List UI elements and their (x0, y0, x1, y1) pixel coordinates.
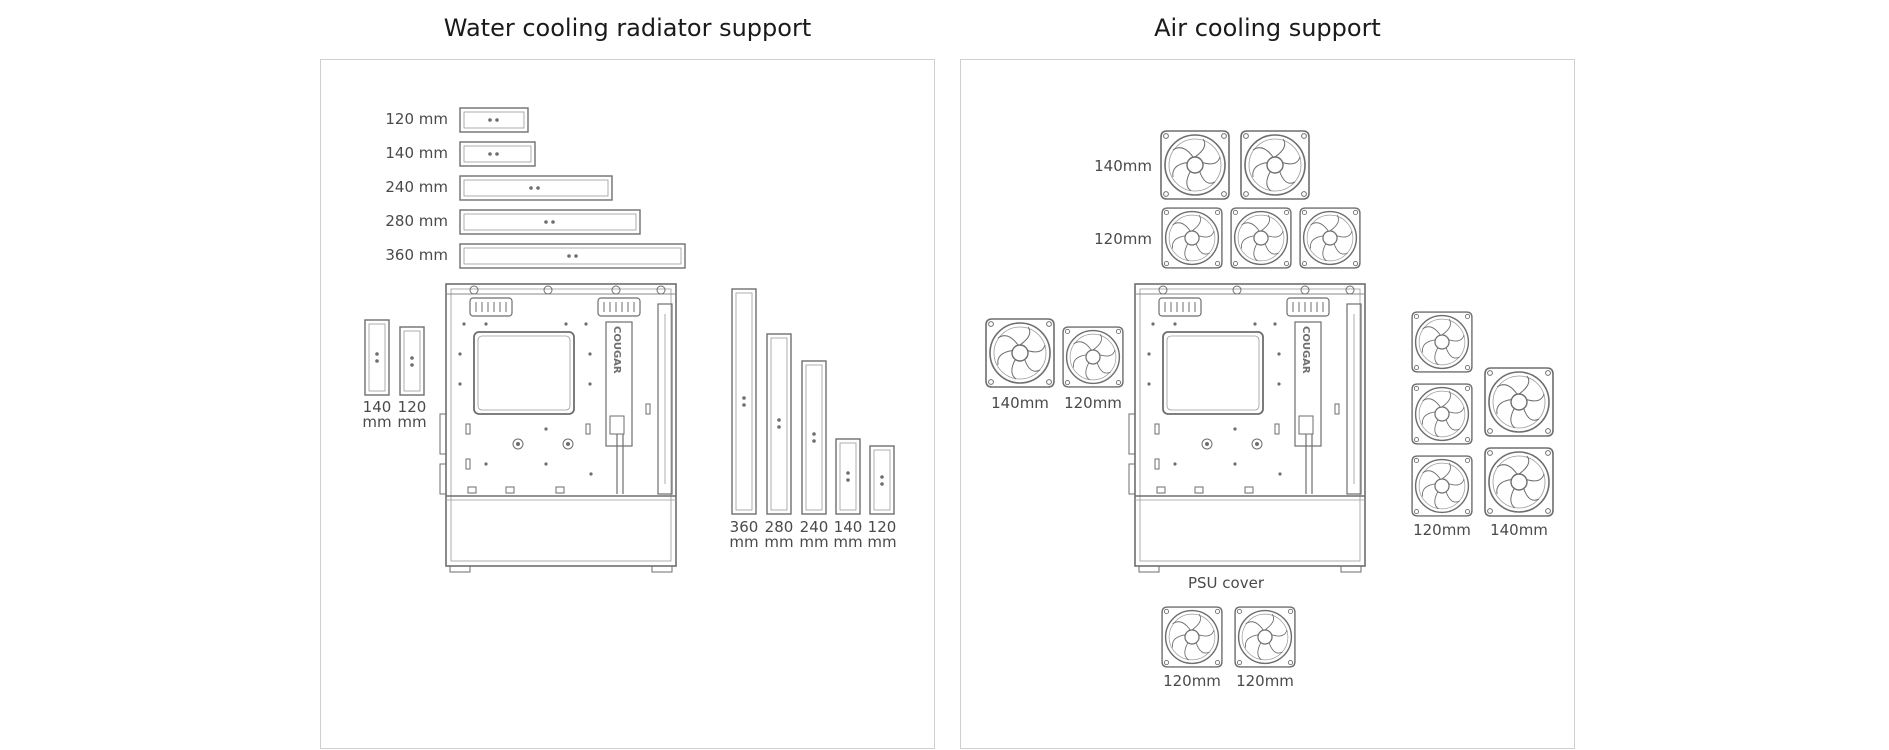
fan-icon (1411, 311, 1473, 373)
front-radiator-value-140: 140 (363, 398, 392, 416)
radiator-120-side (869, 445, 895, 515)
side-radiator-value-360: 360 (730, 518, 759, 536)
radiator-360-side (731, 288, 757, 515)
fan-icon (1160, 130, 1230, 200)
side-radiator-unit-120: mm (867, 533, 896, 551)
front-fan-label-120: 120mm (1064, 394, 1122, 412)
radiator-140-side (835, 438, 861, 515)
fan-icon (1484, 367, 1554, 437)
cougar-logo: COUGAR (611, 326, 622, 374)
radiator-360-top (459, 243, 686, 269)
radiator-280-side (766, 333, 792, 515)
fan-icon (1230, 207, 1292, 269)
front-radiator-unit-120: mm (397, 413, 426, 431)
fan-icon (1240, 130, 1310, 200)
radiator-120-top (459, 107, 529, 133)
front-fan-label-140: 140mm (991, 394, 1049, 412)
radiator-label-140: 140 mm (385, 144, 448, 162)
radiator-240-side (801, 360, 827, 515)
side-radiator-value-120: 120 (868, 518, 897, 536)
fan-icon (1411, 455, 1473, 517)
fan-icon (1411, 383, 1473, 445)
fan-icon (985, 318, 1055, 388)
radiator-140-front (364, 319, 390, 396)
psu-fan-label-2: 120mm (1236, 672, 1294, 690)
psu-cover-label: PSU cover (1188, 574, 1265, 592)
psu-fan-label-1: 120mm (1163, 672, 1221, 690)
radiator-label-280: 280 mm (385, 212, 448, 230)
side-radiator-unit-240: mm (799, 533, 828, 551)
radiator-280-top (459, 209, 641, 235)
water-cooling-panel (320, 59, 935, 749)
fan-icon (1161, 207, 1223, 269)
radiator-label-240: 240 mm (385, 178, 448, 196)
side-radiator-unit-360: mm (729, 533, 758, 551)
side-radiator-unit-140: mm (833, 533, 862, 551)
fan-icon (1062, 326, 1124, 388)
water-cooling-title: Water cooling radiator support (443, 14, 812, 42)
pc-case-air: COUGAR (1128, 283, 1366, 573)
radiator-140-top (459, 141, 536, 167)
rear-fan-label-140: 140mm (1490, 521, 1548, 539)
radiator-120-front (399, 326, 425, 396)
front-radiator-value-120: 120 (398, 398, 427, 416)
pc-case-water: COUGAR (439, 283, 677, 573)
top-fan-label-120: 120mm (1094, 230, 1152, 248)
rear-fan-label-120: 120mm (1413, 521, 1471, 539)
side-radiator-unit-280: mm (764, 533, 793, 551)
front-radiator-unit-140: mm (362, 413, 391, 431)
fan-icon (1161, 606, 1223, 668)
fan-icon (1299, 207, 1361, 269)
fan-icon (1484, 447, 1554, 517)
radiator-label-120: 120 mm (385, 110, 448, 128)
side-radiator-value-240: 240 (800, 518, 829, 536)
top-fan-label-140: 140mm (1094, 157, 1152, 175)
side-radiator-value-280: 280 (765, 518, 794, 536)
cougar-logo: COUGAR (1300, 326, 1311, 374)
fan-icon (1234, 606, 1296, 668)
radiator-240-top (459, 175, 613, 201)
air-cooling-title: Air cooling support (1154, 14, 1381, 42)
radiator-label-360: 360 mm (385, 246, 448, 264)
side-radiator-value-140: 140 (834, 518, 863, 536)
